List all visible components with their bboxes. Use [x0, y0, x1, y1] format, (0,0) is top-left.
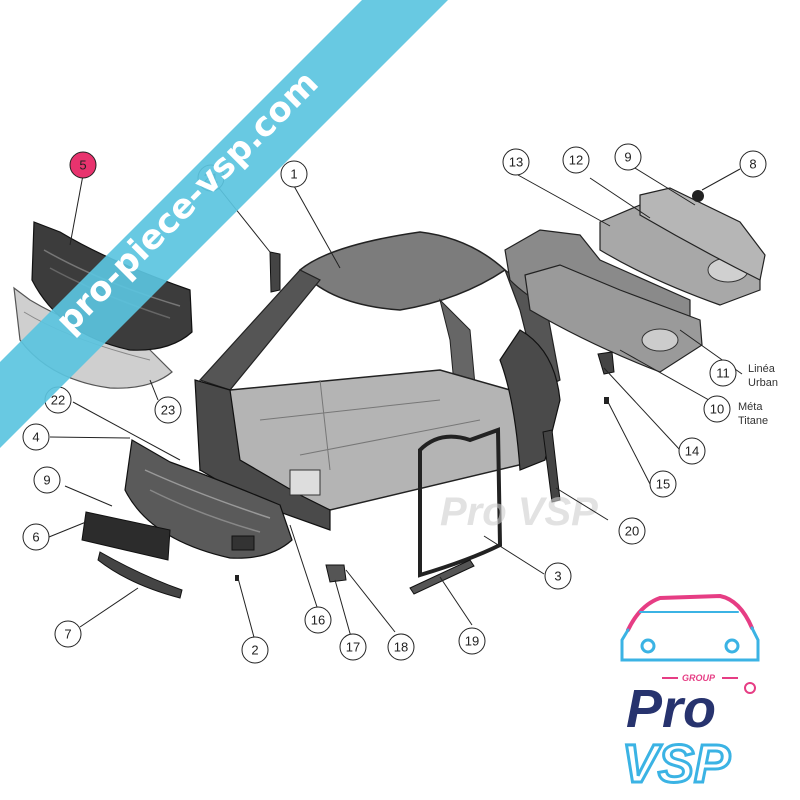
- callout-c23: 23: [154, 396, 182, 424]
- callout-number: 13: [509, 155, 523, 170]
- logo-vsp-text: VSP: [622, 734, 731, 794]
- callout-c13: 13: [502, 148, 530, 176]
- car-outline-icon: [620, 593, 760, 662]
- callout-c4: 4: [22, 423, 50, 451]
- callout-circle: [544, 562, 572, 590]
- callout-circle: [458, 627, 486, 655]
- callout-circle: [678, 437, 706, 465]
- callout-number: 1: [290, 167, 297, 182]
- part-1-body-shell: [194, 231, 561, 531]
- callout-circle: [649, 470, 677, 498]
- callout-number: 2: [251, 643, 258, 658]
- callout-circle: [387, 633, 415, 661]
- part-11-rear-bumper: [524, 264, 703, 373]
- callout-number: 11: [716, 366, 730, 381]
- callout-number: 20: [625, 524, 639, 539]
- callout-number: 22: [51, 393, 65, 408]
- variant-10-line-a: Méta: [738, 401, 763, 413]
- part-20-trim-strip: [542, 429, 561, 503]
- part-3-door-seal: [418, 427, 503, 578]
- part-14-bracket: [597, 351, 615, 375]
- callout-c1: 1: [280, 160, 308, 188]
- callout-c5: 5: [69, 151, 97, 179]
- callout-c20: 20: [618, 517, 646, 545]
- callout-number: 15: [656, 477, 670, 492]
- callout-c12: 12: [562, 146, 590, 174]
- callout-number: 17: [346, 640, 360, 655]
- logo-pro-text: Pro: [626, 679, 716, 739]
- part-19-sill-strip: [409, 559, 475, 595]
- callout-number: 7: [64, 627, 71, 642]
- variant-10-line-b: Titane: [738, 415, 768, 427]
- callout-circle: [54, 620, 82, 648]
- brand-logo: GROUP Pro VSP: [620, 593, 760, 796]
- callout-c15: 15: [649, 470, 677, 498]
- callout-circle: [703, 395, 731, 423]
- callout-number: 3: [554, 569, 561, 584]
- watermark-text: Pro VSP: [440, 490, 598, 534]
- variant-11-line-b: Urban: [748, 377, 778, 389]
- callout-number: 8: [749, 157, 756, 172]
- part-15-clip: [604, 397, 609, 404]
- callout-c11: 11: [709, 359, 737, 387]
- callout-number: 12: [569, 153, 583, 168]
- callout-c17: 17: [339, 633, 367, 661]
- callout-number: 4: [32, 430, 39, 445]
- part-4-front-bumper: [124, 439, 293, 559]
- callout-c2: 2: [241, 636, 269, 664]
- callout-circle: [614, 143, 642, 171]
- part-7-lip: [97, 551, 183, 599]
- callout-circle: [154, 396, 182, 424]
- callout-number: 14: [685, 444, 699, 459]
- callout-number: 6: [32, 530, 39, 545]
- callout-c19: 19: [458, 627, 486, 655]
- part-8-clip: [692, 190, 704, 202]
- leader-lines: [48, 164, 743, 645]
- part-9-rear-panel: [639, 187, 766, 281]
- callout-c14: 14: [678, 437, 706, 465]
- callout-number: 16: [311, 613, 325, 628]
- callout-circle: [502, 148, 530, 176]
- callout-circle: [22, 523, 50, 551]
- callout-circle: [618, 517, 646, 545]
- callout-c16: 16: [304, 606, 332, 634]
- part-21-trim: [269, 251, 281, 293]
- callout-c9b: 9: [614, 143, 642, 171]
- callout-circle: [339, 633, 367, 661]
- callout-circle: [709, 359, 737, 387]
- part-9-front-grille: [81, 511, 171, 561]
- callout-number: 10: [710, 402, 724, 417]
- callout-number: 19: [465, 634, 479, 649]
- logo-group-text: GROUP: [682, 673, 716, 683]
- callout-circle: [562, 146, 590, 174]
- callout-number: 18: [394, 640, 408, 655]
- callout-circle: [69, 151, 97, 179]
- variant-11-line-a: Linéa: [748, 363, 776, 375]
- callout-number: 9: [43, 473, 50, 488]
- part-2-clip: [235, 575, 239, 581]
- callout-circle: [304, 606, 332, 634]
- callout-circle: [33, 466, 61, 494]
- callout-c9a: 9: [33, 466, 61, 494]
- callout-number: 5: [79, 158, 86, 173]
- callout-circle: [22, 423, 50, 451]
- callout-c18: 18: [387, 633, 415, 661]
- part-17-bracket: [325, 564, 347, 583]
- callout-circle: [280, 160, 308, 188]
- callout-number: 9: [624, 150, 631, 165]
- callout-c6: 6: [22, 523, 50, 551]
- callout-c10: 10: [703, 395, 731, 423]
- callout-circle: [739, 150, 767, 178]
- callout-layer: 12345678991011121314151617181920212223: [22, 143, 767, 664]
- logo-gear-icon: [744, 682, 756, 694]
- callout-c8: 8: [739, 150, 767, 178]
- callout-number: 23: [161, 403, 175, 418]
- callout-c7: 7: [54, 620, 82, 648]
- callout-c3: 3: [544, 562, 572, 590]
- callout-circle: [241, 636, 269, 664]
